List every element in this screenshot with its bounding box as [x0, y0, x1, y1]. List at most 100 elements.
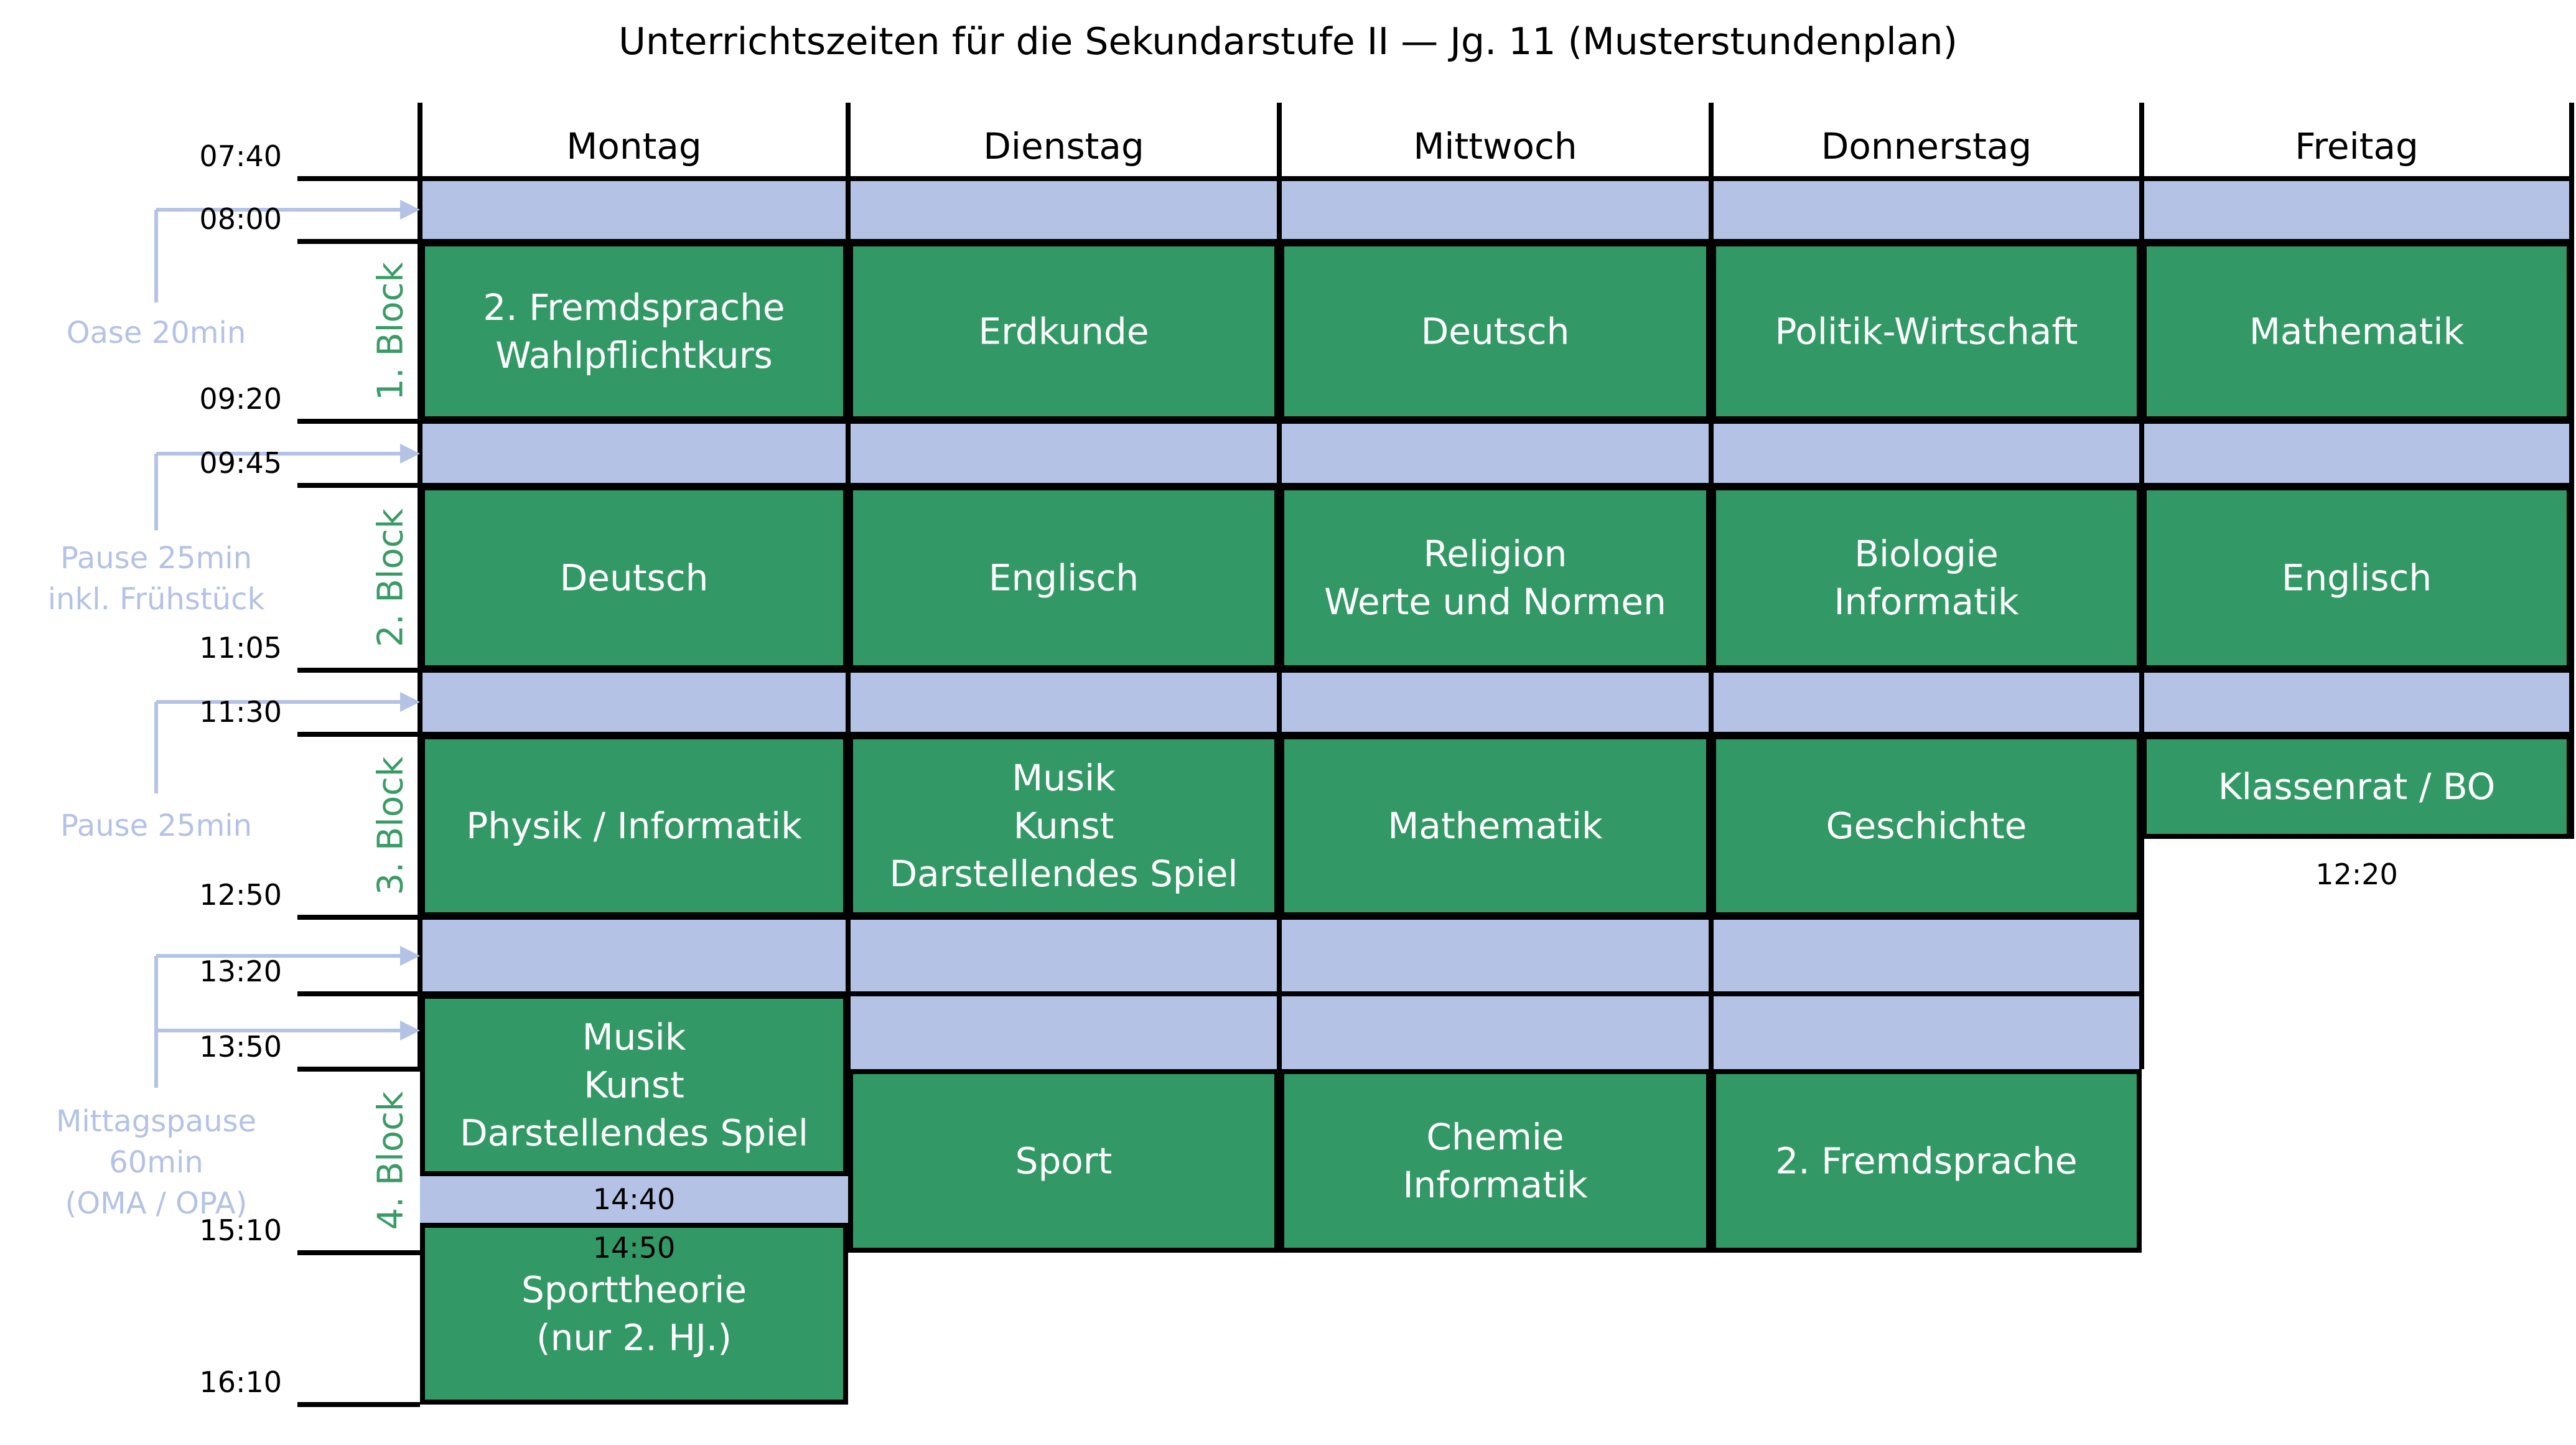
lesson-label: Darstellendes Spiel	[889, 853, 1238, 895]
arrow-head-icon	[400, 692, 420, 712]
lesson-cell-musik-kunst-darstellendes-spiel	[420, 994, 848, 1176]
pause-label-4: Mittagspause	[56, 1104, 256, 1139]
lesson-label: Politik-Wirtschaft	[1775, 311, 2078, 353]
pause-cell	[420, 917, 848, 994]
lesson-label: Darstellendes Spiel	[460, 1112, 808, 1154]
lesson-cell-deutsch	[420, 485, 848, 670]
cell-time-label: 14:40	[593, 1182, 676, 1216]
lesson-border	[1711, 1069, 2142, 1253]
arrow-head-icon	[400, 946, 420, 966]
lesson-cell-religion-werte-und-normen	[1279, 485, 1711, 670]
lesson-border	[1279, 1069, 1711, 1253]
pause-label-2: inkl. Frühstück	[48, 582, 265, 617]
lesson-border	[420, 1223, 848, 1405]
pause-cell	[1711, 670, 2142, 734]
diagram-title: Unterrichtszeiten für die Sekundarstufe …	[618, 20, 1958, 63]
lesson-label: Religion	[1424, 533, 1567, 575]
day-header-dienstag: Dienstag	[983, 125, 1144, 167]
lesson-label: Sport	[1015, 1140, 1113, 1182]
lesson-cell-englisch	[2142, 485, 2572, 670]
lesson-label: Mathematik	[1388, 805, 1603, 847]
lesson-cell-physik-informatik	[420, 734, 848, 917]
grid-layer	[154, 103, 2574, 1407]
lesson-label: Englisch	[989, 557, 1139, 599]
lesson-border	[848, 1069, 1279, 1253]
lesson-label: Sporttheorie	[521, 1269, 747, 1311]
pause-cell	[1279, 670, 1711, 734]
cell-layer	[420, 179, 2572, 1405]
pause-label-3: Pause 25min	[60, 808, 252, 843]
lesson-label: Deutsch	[560, 557, 709, 599]
pause-label-4: (OMA / OPA)	[65, 1186, 248, 1221]
pause-cell	[848, 421, 1279, 485]
lesson-cell-mathematik	[2142, 241, 2572, 421]
lesson-cell-sporttheorie-nur-2-hj	[420, 1223, 848, 1405]
lesson-cell-chemie-informatik	[1279, 1069, 1711, 1253]
lesson-label: Informatik	[1834, 581, 2018, 623]
time-label: 15:10	[199, 1214, 282, 1247]
lesson-label: Klassenrat / BO	[2218, 765, 2496, 808]
lesson-label: Physik / Informatik	[466, 805, 802, 847]
lesson-cell-2-fremdsprache-wahlpflichtkurs	[420, 241, 848, 421]
lesson-label: Geschichte	[1826, 805, 2027, 847]
day-header-donnerstag: Donnerstag	[1821, 125, 2032, 167]
lesson-cell-klassenrat-bo	[2142, 734, 2572, 839]
pause-cell	[420, 670, 848, 734]
pause-cell	[2142, 179, 2572, 241]
time-label: 16:10	[199, 1365, 282, 1399]
block-label-4: 4. Block	[371, 1091, 411, 1230]
arrow-head-icon	[400, 1021, 420, 1040]
time-label: 11:30	[199, 695, 282, 729]
lesson-label: Informatik	[1402, 1164, 1587, 1206]
lesson-label: Werte und Normen	[1324, 581, 1666, 623]
lesson-cell-deutsch	[1279, 241, 1711, 421]
lesson-cell-mathematik	[1279, 734, 1711, 917]
lesson-label: Erdkunde	[978, 311, 1149, 353]
cell-time-label: 12:20	[2315, 858, 2398, 891]
block-label-3: 3. Block	[371, 756, 411, 895]
pause-label-4: 60min	[109, 1145, 203, 1180]
lesson-label: (nur 2. HJ.)	[536, 1317, 732, 1359]
pause-cell	[1711, 917, 2142, 994]
lesson-label: Kunst	[1014, 805, 1114, 847]
cell-time-label: 14:50	[593, 1231, 676, 1265]
pause-label-2: Pause 25min	[60, 541, 252, 576]
time-label: 09:20	[199, 382, 282, 416]
lesson-label: Musik	[582, 1016, 686, 1059]
pause-cell	[848, 994, 1279, 1069]
arrow-head-icon	[400, 200, 420, 220]
lesson-label: 2. Fremdsprache	[1775, 1140, 2077, 1182]
day-header-mittwoch: Mittwoch	[1413, 125, 1577, 167]
pause-cell	[1279, 421, 1711, 485]
pause-cell	[848, 670, 1279, 734]
lesson-label: Musik	[1012, 757, 1116, 799]
lesson-cell-sport	[848, 1069, 1279, 1253]
pause-cell	[420, 421, 848, 485]
pause-cell	[1711, 994, 2142, 1069]
lesson-cell-biologie-informatik	[1711, 485, 2142, 670]
pause-cell	[420, 1176, 848, 1223]
time-label: 08:00	[199, 202, 282, 236]
lesson-label: Englisch	[2282, 557, 2432, 599]
lesson-label: 2. Fremdsprache	[483, 286, 785, 329]
lesson-cell-musik-kunst-darstellendes-spiel	[848, 734, 1279, 917]
pause-cell	[1279, 994, 1711, 1069]
pause-cell	[1279, 917, 1711, 994]
time-label: 13:50	[199, 1030, 282, 1064]
pause-label-1: Oase 20min	[67, 316, 246, 350]
lesson-label: Mathematik	[2249, 311, 2465, 353]
pause-cell	[1711, 179, 2142, 241]
lesson-cell-erdkunde	[848, 241, 1279, 421]
time-label: 13:20	[199, 955, 282, 988]
lesson-label: Wahlpflichtkurs	[495, 334, 773, 376]
lesson-label: Deutsch	[1421, 311, 1570, 353]
lesson-cell-2-fremdsprache	[1711, 1069, 2142, 1253]
pause-cell	[848, 179, 1279, 241]
block-label-1: 1. Block	[371, 262, 411, 401]
block-label-2: 2. Block	[371, 508, 411, 647]
pause-cell	[1279, 179, 1711, 241]
arrow-head-icon	[400, 444, 420, 464]
